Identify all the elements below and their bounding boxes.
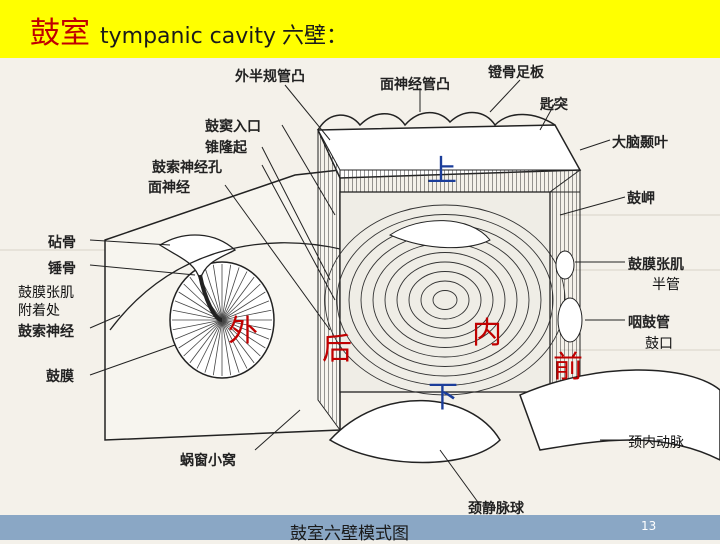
label-facial-canal-prominence: 面神经管凸: [380, 74, 450, 94]
label-lateral-semicircular: 外半规管凸: [235, 66, 305, 86]
label-promontory: 鼓岬: [627, 188, 655, 208]
label-incus: 砧骨: [48, 232, 76, 252]
label-cochleariform-process: 匙突: [540, 94, 568, 114]
label-chorda-tympani: 鼓索神经: [18, 321, 74, 341]
label-tympanic-membrane: 鼓膜: [46, 366, 74, 386]
label-malleus: 锤骨: [48, 258, 76, 278]
label-tensor-tympani: 鼓膜张肌: [628, 254, 684, 274]
title-sub: 六壁：: [282, 24, 348, 49]
label-chorda-aperture: 鼓索神经孔: [152, 157, 222, 177]
label-facial-nerve: 面神经: [148, 177, 190, 197]
tensor-opening: [556, 251, 574, 279]
label-tympanic-orifice: 鼓口: [645, 333, 673, 353]
posterior-wall: [318, 130, 340, 430]
direction-up: 上: [427, 146, 457, 190]
jugular-bulb: [330, 401, 500, 463]
title-main: 鼓室: [30, 16, 90, 51]
direction-front: 前: [553, 342, 583, 386]
tympanic-cavity-diagram: [0, 58, 720, 540]
label-pyramidal-eminence: 锥隆起: [205, 137, 247, 157]
label-aditus: 鼓窦入口: [205, 116, 261, 136]
label-stapes-footplate: 镫骨足板: [488, 62, 544, 82]
figure-caption: 鼓室六壁模式图: [290, 519, 409, 544]
internal-carotid: [520, 370, 720, 460]
diagram-area: [0, 58, 720, 540]
page-number: 13: [641, 519, 656, 533]
label-semicanal: 半管: [652, 274, 680, 294]
eustachian-opening: [558, 298, 582, 342]
direction-down: 下: [428, 372, 458, 416]
label-eustachian-tube: 咽鼓管: [628, 312, 670, 332]
label-temporal-lobe: 大脑颞叶: [612, 132, 668, 152]
direction-inner: 内: [472, 308, 502, 352]
label-tensor-attachment: 鼓膜张肌 附着处: [18, 284, 74, 320]
roof-hatch: [340, 170, 580, 192]
label-round-window-niche: 蜗窗小窝: [180, 450, 236, 470]
direction-outer: 外: [228, 306, 258, 350]
label-internal-carotid: 颈内动脉: [628, 432, 684, 452]
title-english: tympanic cavity: [100, 24, 276, 49]
direction-back: 后: [322, 324, 352, 368]
